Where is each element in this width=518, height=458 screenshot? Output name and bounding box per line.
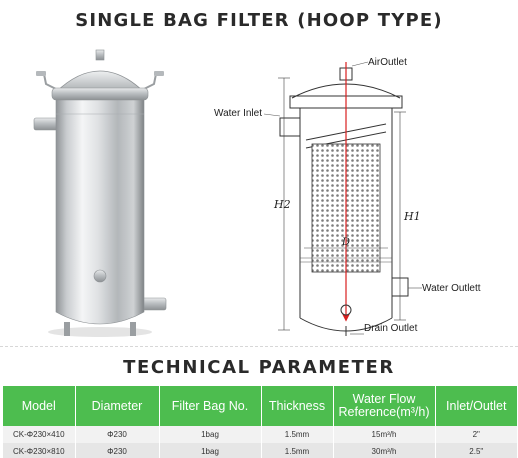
header-model: Model xyxy=(3,386,76,426)
page-title: SINGLE BAG FILTER (HOOP TYPE) xyxy=(75,10,443,31)
table-row: CK-Φ230×410 Φ230 1bag 1.5mm 15m³/h 2" xyxy=(3,426,517,443)
header-thickness: Thickness xyxy=(261,386,334,426)
cell-thickness: 1.5mm xyxy=(261,443,334,458)
header-water-flow-line1: Water Flow xyxy=(352,392,416,406)
cell-inlet-outlet: 2" xyxy=(435,426,517,443)
header-filter-bag: Filter Bag No. xyxy=(159,386,262,426)
d-label: D xyxy=(341,237,350,248)
water-inlet-label: Water Inlet xyxy=(214,108,262,119)
water-outlet-label: Water Outlett xyxy=(422,283,481,294)
cell-model: CK-Φ230×410 xyxy=(3,426,76,443)
table-row: CK-Φ230×810 Φ230 1bag 1.5mm 30m³/h 2.5" xyxy=(3,443,517,458)
cell-diameter: Φ230 xyxy=(75,443,160,458)
h1-label: H1 xyxy=(403,210,421,223)
cell-inlet-outlet: 2.5" xyxy=(435,443,517,458)
technical-drawing: AirOutlet Water Inlet Water Outlett Drai… xyxy=(214,57,481,336)
drain-outlet-label: Drain Outlet xyxy=(364,323,418,334)
table-header-row: Model Diameter Filter Bag No. Thickness … xyxy=(3,386,517,426)
technical-parameter-table: Model Diameter Filter Bag No. Thickness … xyxy=(3,386,517,458)
air-outlet-label: AirOutlet xyxy=(368,57,407,68)
cell-filter-bag: 1bag xyxy=(159,443,262,458)
cell-thickness: 1.5mm xyxy=(261,426,334,443)
section-divider xyxy=(0,346,518,347)
header-water-flow-line2: Reference(m³/h) xyxy=(338,405,430,419)
cell-diameter: Φ230 xyxy=(75,426,160,443)
header-diameter: Diameter xyxy=(75,386,160,426)
cell-water-flow: 30m³/h xyxy=(333,443,436,458)
h2-label: H2 xyxy=(273,198,291,211)
filter-housing-photo xyxy=(33,49,167,337)
cell-model: CK-Φ230×810 xyxy=(3,443,76,458)
cell-filter-bag: 1bag xyxy=(159,426,262,443)
header-inlet-outlet: Inlet/Outlet xyxy=(435,386,517,426)
section-title: TECHNICAL PARAMETER xyxy=(123,357,395,378)
cell-water-flow: 15m³/h xyxy=(333,426,436,443)
